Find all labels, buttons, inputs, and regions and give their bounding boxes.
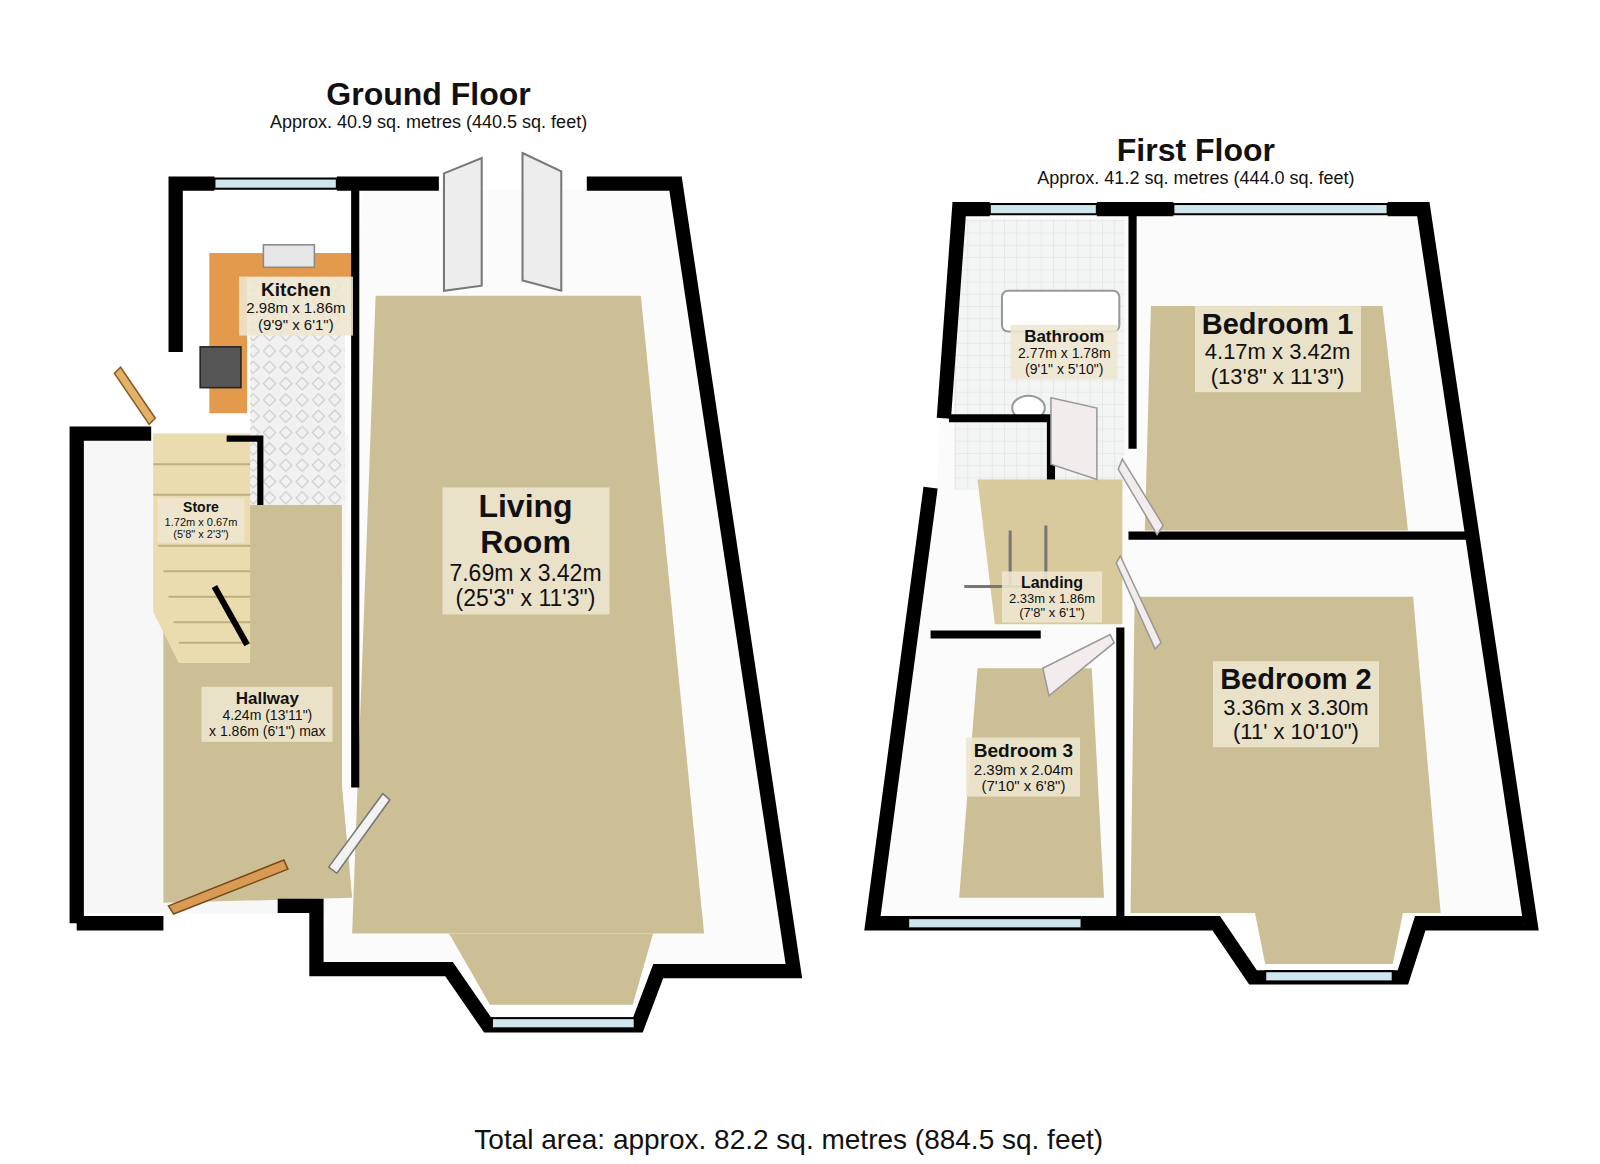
door bbox=[1043, 635, 1114, 696]
landing-floor bbox=[978, 479, 1123, 624]
room-dimensions: (9'1" x 5'10") bbox=[1016, 362, 1113, 378]
room-dimensions: x 1.86m (6'1") max bbox=[207, 724, 328, 740]
room-dimensions: (25'3" x 11'3") bbox=[447, 587, 604, 613]
bedroom-floor bbox=[1145, 306, 1408, 530]
stairs bbox=[153, 434, 250, 664]
living-walls bbox=[325, 190, 786, 964]
ground-walls bbox=[77, 184, 794, 1026]
room-dimensions: (13'8" x 11'3") bbox=[1200, 365, 1356, 390]
room-label: Landing2.33m x 1.86m(7'8" x 6'1") bbox=[1002, 571, 1102, 622]
bedroom-floor bbox=[1131, 597, 1441, 913]
kitchen-worktop bbox=[209, 253, 352, 413]
floor-plan: Ground FloorApprox. 40.9 sq. metres (440… bbox=[61, 71, 806, 1040]
door bbox=[1118, 459, 1163, 534]
room-dimensions: 4.24m (13'11") bbox=[207, 708, 328, 724]
room-dimensions: 2.77m x 1.78m bbox=[1016, 346, 1113, 362]
room-dimensions: 2.98m x 1.86m bbox=[244, 300, 348, 317]
living-floor bbox=[352, 296, 704, 934]
interior-walls bbox=[931, 212, 1470, 920]
window bbox=[990, 204, 1097, 214]
room-name: Living Room bbox=[461, 489, 591, 561]
room-name: Bedroom 3 bbox=[971, 740, 1075, 761]
room-dimensions: 7.69m x 3.42m bbox=[447, 561, 604, 587]
window bbox=[908, 918, 1081, 928]
first-floor-plan bbox=[872, 204, 1530, 981]
front-door bbox=[169, 860, 288, 914]
room-label: Bedroom 32.39m x 2.04m(7'10" x 6'8") bbox=[966, 738, 1080, 797]
floor-area: Approx. 41.2 sq. metres (444.0 sq. feet) bbox=[1037, 168, 1354, 188]
room-name: Hallway bbox=[207, 689, 328, 708]
floor-heading-group: Ground FloorApprox. 40.9 sq. metres (440… bbox=[270, 77, 587, 133]
room-name: Landing bbox=[1007, 573, 1097, 591]
floor-heading: First Floor bbox=[1037, 133, 1354, 169]
total-area-caption: Total area: approx. 82.2 sq. metres (884… bbox=[474, 1124, 1103, 1155]
french-door bbox=[523, 153, 562, 291]
french-door bbox=[444, 158, 482, 291]
bedroom-floor bbox=[959, 668, 1104, 898]
room-name: Bedroom 2 bbox=[1218, 663, 1374, 695]
bathroom-floor bbox=[954, 219, 1124, 489]
bay-floor bbox=[1255, 913, 1403, 964]
bay-floor bbox=[449, 933, 653, 1004]
room-label: Hallway4.24m (13'11")x 1.86m (6'1") max bbox=[202, 687, 333, 741]
living-door bbox=[329, 794, 390, 874]
room-dimensions: (7'10" x 6'8") bbox=[971, 778, 1075, 795]
floor-heading-group: First FloorApprox. 41.2 sq. metres (444.… bbox=[1037, 133, 1354, 189]
sink bbox=[263, 245, 314, 267]
room-label: Bedroom 23.36m x 3.30m(11' x 10'10") bbox=[1213, 661, 1379, 747]
room-name: Kitchen bbox=[244, 279, 348, 300]
room-dimensions: (11' x 10'10") bbox=[1218, 720, 1374, 745]
room-dimensions: (7'8" x 6'1") bbox=[1007, 606, 1097, 621]
floor-heading: Ground Floor bbox=[270, 77, 587, 113]
first-floor-walls bbox=[880, 216, 1524, 916]
store-wall bbox=[227, 439, 261, 505]
room-name: Bedroom 1 bbox=[1200, 308, 1356, 340]
stair-treads bbox=[153, 464, 250, 643]
room-name: Bathroom bbox=[1016, 327, 1113, 346]
room-dimensions: 1.72m x 0.67m bbox=[163, 516, 240, 528]
first-walls bbox=[872, 209, 1530, 977]
stair-wall bbox=[214, 587, 247, 645]
door bbox=[1051, 398, 1097, 480]
room-name: Store bbox=[163, 500, 240, 516]
room-dimensions: 3.36m x 3.30m bbox=[1218, 696, 1374, 721]
hob bbox=[200, 347, 241, 388]
back-door bbox=[114, 367, 155, 424]
room-label: Bathroom2.77m x 1.78m(9'1" x 5'10") bbox=[1011, 325, 1118, 379]
room-dimensions: (5'8" x 2'3") bbox=[163, 528, 240, 540]
room-dimensions: 2.33m x 1.86m bbox=[1007, 591, 1097, 606]
window bbox=[214, 179, 336, 189]
room-label: Living Room7.69m x 3.42m(25'3" x 11'3") bbox=[442, 487, 609, 614]
window bbox=[492, 1018, 635, 1028]
room-dimensions: 4.17m x 3.42m bbox=[1200, 341, 1356, 366]
door bbox=[1116, 556, 1161, 649]
room-label: Bedroom 14.17m x 3.42m(13'8" x 11'3") bbox=[1195, 306, 1361, 392]
room-label: Store1.72m x 0.67m(5'8" x 2'3") bbox=[158, 498, 245, 542]
floor-area: Approx. 40.9 sq. metres (440.5 sq. feet) bbox=[270, 112, 587, 132]
floor-plan: First FloorApprox. 41.2 sq. metres (444.… bbox=[857, 133, 1541, 990]
room-label: Kitchen2.98m x 1.86m(9'9" x 6'1") bbox=[239, 277, 353, 336]
window bbox=[1265, 971, 1393, 981]
room-dimensions: 2.39m x 2.04m bbox=[971, 761, 1075, 778]
room-dimensions: (9'9" x 6'1") bbox=[244, 317, 348, 334]
ground-floor-plan bbox=[77, 153, 794, 1028]
window bbox=[1173, 204, 1387, 214]
